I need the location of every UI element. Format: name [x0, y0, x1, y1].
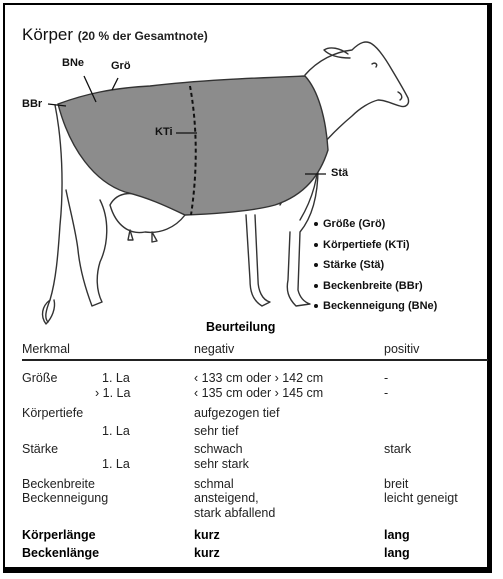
bullet-icon [314, 222, 318, 226]
legend-item: Beckenbreite (BBr) [314, 276, 437, 297]
cell-positiv: - [384, 371, 388, 385]
cell-positiv: stark [384, 442, 411, 456]
cell-negativ: ‹ 135 cm oder › 145 cm [194, 386, 323, 400]
header-positiv: positiv [384, 342, 419, 356]
cell-merkmal: Körpertiefe [22, 406, 83, 420]
cell-merkmal: Größe [22, 371, 57, 385]
cell-negativ: sehr stark [194, 457, 249, 471]
cell-sub: 1. La [102, 371, 130, 385]
cell-positiv: leicht geneigt [384, 491, 458, 505]
cow-hind-leg [66, 190, 107, 306]
cow-fore-leg-1 [246, 215, 270, 306]
cell-negativ: kurz [194, 546, 220, 560]
cell-merkmal: Beckenbreite [22, 477, 95, 491]
cell-merkmal: Beckenneigung [22, 491, 108, 505]
cell-sub: 1. La [102, 457, 130, 471]
cell-negativ: stark abfallend [194, 506, 275, 520]
cell-negativ: kurz [194, 528, 220, 542]
legend-item: Größe (Grö) [314, 214, 437, 235]
header-merkmal: Merkmal [22, 342, 70, 356]
callout-line-gro [112, 78, 118, 90]
label-kti: KTi [155, 126, 173, 138]
cow-nostril [398, 92, 402, 100]
label-gro: Grö [111, 60, 131, 72]
cell-sub: › 1. La [95, 386, 130, 400]
cell-negativ: aufgezogen tief [194, 406, 280, 420]
cell-positiv: lang [384, 528, 410, 542]
cell-positiv: breit [384, 477, 408, 491]
cow-tail [46, 105, 62, 322]
bullet-icon [314, 284, 318, 288]
cell-merkmal: Beckenlänge [22, 546, 99, 560]
cell-negativ: ‹ 133 cm oder › 142 cm [194, 371, 323, 385]
cell-negativ: ansteigend, [194, 491, 259, 505]
header-rule [22, 359, 488, 361]
cow-teat-2 [152, 232, 157, 242]
group-header: Beurteilung [206, 320, 275, 334]
legend-item: Beckenneigung (BNe) [314, 296, 437, 317]
cell-negativ: schmal [194, 477, 234, 491]
legend-item: Stärke (Stä) [314, 255, 437, 276]
cow-eye [372, 63, 377, 67]
label-sta: Stä [331, 167, 348, 179]
label-bne: BNe [62, 57, 84, 69]
cell-negativ: sehr tief [194, 424, 238, 438]
bullet-icon [314, 263, 318, 267]
label-bbr: BBr [22, 98, 42, 110]
legend-list: Größe (Grö) Körpertiefe (KTi) Stärke (St… [314, 214, 437, 317]
cell-positiv: lang [384, 546, 410, 560]
cell-merkmal: Stärke [22, 442, 58, 456]
cell-sub: 1. La [102, 424, 130, 438]
cell-negativ: schwach [194, 442, 243, 456]
cell-positiv: - [384, 386, 388, 400]
bullet-icon [314, 243, 318, 247]
legend-item: Körpertiefe (KTi) [314, 235, 437, 256]
header-negativ: negativ [194, 342, 234, 356]
bullet-icon [314, 304, 318, 308]
cell-merkmal: Körperlänge [22, 528, 96, 542]
